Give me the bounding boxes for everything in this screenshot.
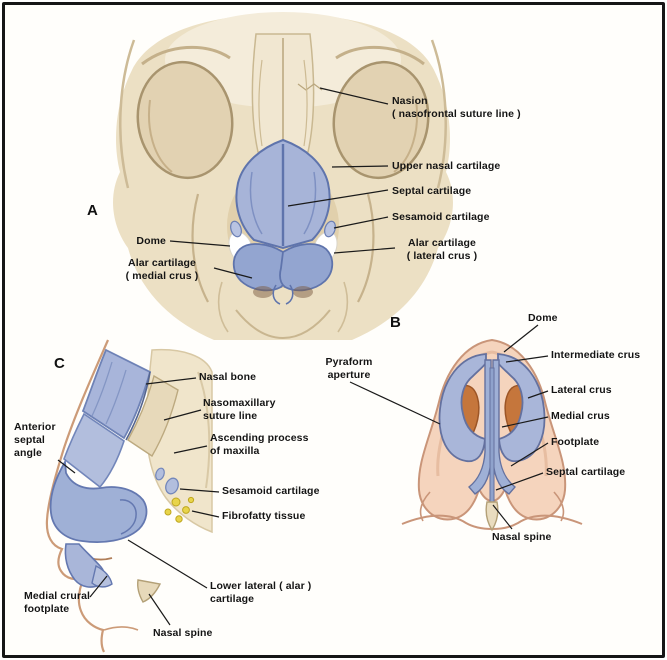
label-lateral-crus: Lateral crus <box>551 384 612 396</box>
panel-a-art <box>113 12 453 340</box>
label-nasal-bone: Nasal bone <box>199 371 257 383</box>
label-pyraform-aperture: Pyraform aperture <box>325 356 373 382</box>
label-nasomaxillary-suture-line: Nasomaxillary suture line <box>203 397 276 423</box>
label-septal-cartilage-a: Septal cartilage <box>392 185 472 197</box>
panel-b-art <box>401 338 583 532</box>
label-nasal-spine-b: Nasal spine <box>492 531 552 543</box>
label-sesamoid-cartilage-c: Sesamoid cartilage <box>222 485 320 497</box>
label-dome-a: Dome <box>136 235 166 247</box>
leader-lines <box>57 87 549 626</box>
label-alar-cartilage-medial: Alar cartilage ( medial crus ) <box>125 257 199 283</box>
label-septal-cartilage-b: Septal cartilage <box>546 466 626 478</box>
label-upper-nasal-cartilage: Upper nasal cartilage <box>392 160 501 172</box>
label-anterior-septal-angle: Anterior septal angle <box>14 421 56 460</box>
label-intermediate-crus: Intermediate crus <box>551 349 641 361</box>
label-medial-crus: Medial crus <box>551 410 610 422</box>
label-footplate: Footplate <box>551 436 600 448</box>
label-nasion: Nasion ( nasofrontal suture line ) <box>392 95 521 121</box>
label-dome-b: Dome <box>528 312 558 324</box>
label-lower-lateral-alar-cartilage: Lower lateral ( alar ) cartilage <box>210 580 312 606</box>
label-nasal-spine-c: Nasal spine <box>153 627 213 639</box>
label-alar-cartilage-lateral: Alar cartilage ( lateral crus ) <box>406 237 478 263</box>
label-ascending-process-of-maxilla: Ascending process of maxilla <box>210 432 309 458</box>
label-sesamoid-cartilage-a: Sesamoid cartilage <box>392 211 490 223</box>
panel-b-letter: B <box>390 314 401 331</box>
label-medial-crural-footplate: Medial crural footplate <box>24 590 91 616</box>
label-fibrofatty-tissue: Fibrofatty tissue <box>222 510 306 522</box>
panel-a-letter: A <box>87 202 98 219</box>
panel-c-letter: C <box>54 355 65 372</box>
panel-c-art <box>45 339 213 653</box>
